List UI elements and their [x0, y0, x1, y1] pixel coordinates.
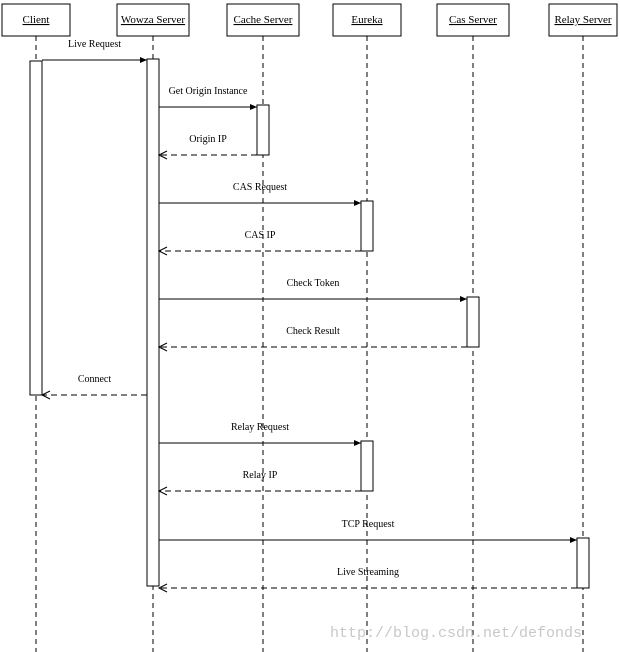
- activation-client: [29, 60, 43, 396]
- message-arrowhead-check-result: [157, 342, 168, 352]
- message-label-connect: Connect: [78, 374, 112, 385]
- participant-box-cache-server: [226, 3, 300, 37]
- participant-box-client: [1, 3, 71, 37]
- participant-box-relay-server: [548, 3, 618, 37]
- message-label-cas-request: CAS Request: [233, 182, 287, 193]
- participant-label-eureka: Eureka: [351, 14, 382, 26]
- activation-cache-server: [256, 104, 270, 156]
- message-arrowhead-cas-ip: [157, 246, 168, 256]
- activation-wowza-server: [146, 58, 160, 587]
- message-arrowhead-relay-ip: [157, 486, 168, 496]
- activation-eureka: [360, 440, 374, 492]
- watermark: http://blog.csdn.net/defonds: [330, 625, 582, 642]
- participant-box-wowza-server: [116, 3, 190, 37]
- message-label-relay-ip: Relay IP: [243, 470, 278, 481]
- message-label-cas-ip: CAS IP: [245, 230, 276, 241]
- activation-eureka: [360, 200, 374, 252]
- activation-cas-server: [466, 296, 480, 348]
- participant-label-cache-server: Cache Server: [234, 14, 293, 26]
- participant-label-cas-server: Cas Server: [449, 14, 497, 26]
- message-label-get-origin-instance: Get Origin Instance: [169, 86, 248, 97]
- message-arrowhead-origin-ip: [157, 150, 168, 160]
- participant-label-relay-server: Relay Server: [554, 14, 611, 26]
- message-label-live-request: Live Request: [68, 39, 121, 50]
- message-arrowhead-live-streaming: [157, 583, 168, 593]
- participant-label-wowza-server: Wowza Server: [121, 14, 186, 26]
- participant-box-cas-server: [436, 3, 510, 37]
- participant-box-eureka: [332, 3, 402, 37]
- message-label-tcp-request: TCP Request: [342, 519, 395, 530]
- message-label-check-token: Check Token: [287, 278, 340, 289]
- message-label-relay-request: Relay Request: [231, 422, 289, 433]
- message-arrowhead-connect: [40, 390, 51, 400]
- message-label-origin-ip: Origin IP: [189, 134, 227, 145]
- message-label-live-streaming: Live Streaming: [337, 567, 399, 578]
- activation-relay-server: [576, 537, 590, 589]
- message-label-check-result: Check Result: [286, 326, 340, 337]
- participant-label-client: Client: [23, 14, 50, 26]
